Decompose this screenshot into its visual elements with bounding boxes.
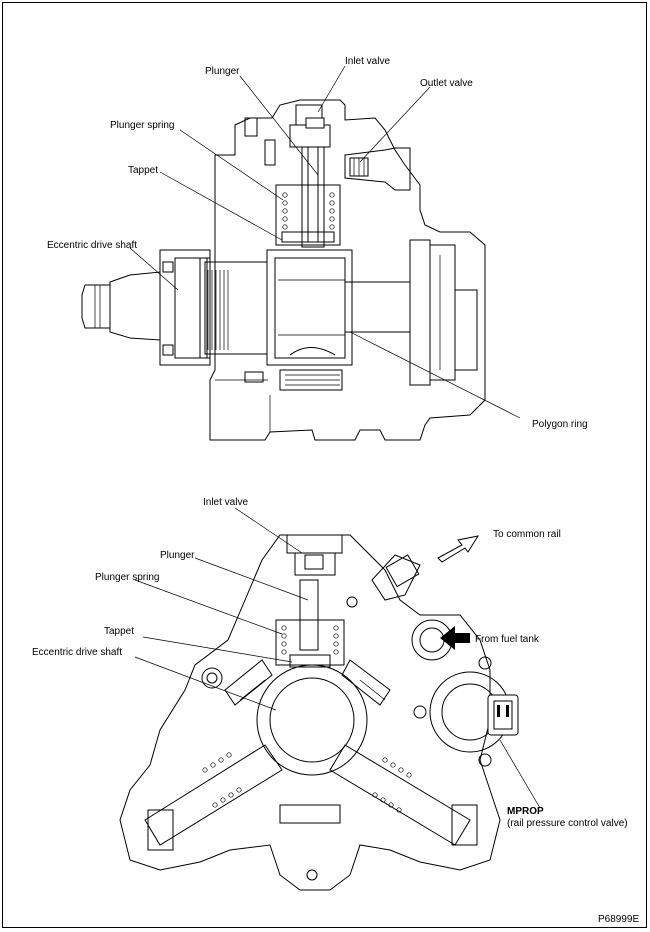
top-label-tappet: Tappet <box>128 165 158 176</box>
top-label-outlet-valve: Outlet valve <box>420 78 473 89</box>
flow-arrows <box>437 535 480 650</box>
bottom-label-plunger-spring: Plunger spring <box>95 572 159 583</box>
top-label-plunger-spring: Plunger spring <box>110 120 174 131</box>
top-leader-lines <box>129 65 521 419</box>
top-label-polygon-ring: Polygon ring <box>532 419 588 430</box>
bottom-leader-lines <box>134 507 541 809</box>
top-label-plunger: Plunger <box>205 66 240 77</box>
to-common-rail-arrow <box>437 535 480 563</box>
top-label-inlet-valve: Inlet valve <box>345 56 390 67</box>
bottom-label-from-fuel-tank: From fuel tank <box>475 634 540 645</box>
bottom-label-eccentric-drive-shaft: Eccentric drive shaft <box>32 647 122 658</box>
bottom-label-mprop: MPROP <box>507 806 544 817</box>
bottom-label-to-common-rail: To common rail <box>493 529 561 540</box>
bottom-label-inlet-valve: Inlet valve <box>203 497 248 508</box>
bottom-front-view <box>119 534 519 891</box>
bottom-label-plunger: Plunger <box>160 550 195 561</box>
bottom-label-mprop-desc: (rail pressure control valve) <box>507 818 628 829</box>
from-fuel-tank-arrow <box>440 626 470 650</box>
top-cross-section <box>81 99 486 441</box>
figure-code: P68999E <box>598 914 639 925</box>
top-label-eccentric-drive-shaft: Eccentric drive shaft <box>47 240 137 251</box>
bottom-label-tappet: Tappet <box>104 626 134 637</box>
